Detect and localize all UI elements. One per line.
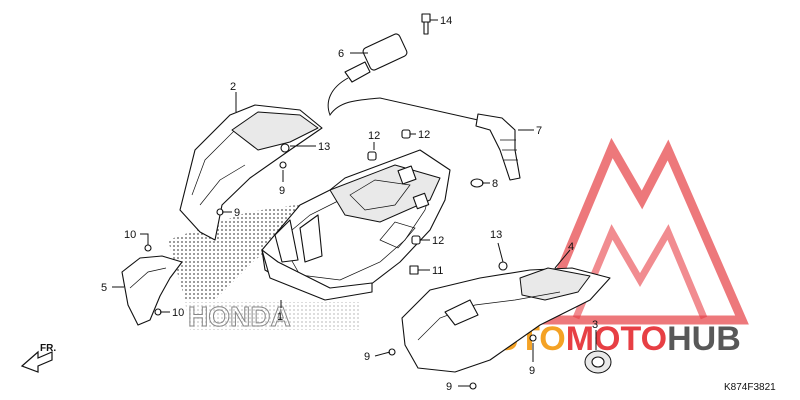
callout-12: 12 <box>368 130 380 142</box>
fasteners <box>144 13 537 390</box>
leader-lines <box>112 19 597 387</box>
grommet-8-icon <box>470 178 484 188</box>
nut-12b-icon <box>401 129 411 139</box>
svg-text:AUTOMOTOHUB: AUTOMOTOHUB <box>470 320 741 358</box>
clip-9e-icon <box>469 382 477 390</box>
watermark-middle: MOTO <box>566 320 667 358</box>
nut-12-icon <box>367 151 377 161</box>
callout-7: 7 <box>536 125 542 137</box>
bolt-13b-icon <box>498 261 508 271</box>
front-direction-arrow-icon <box>20 350 53 373</box>
callout-4: 4 <box>568 241 574 253</box>
part-6-ignition-coil <box>327 33 479 121</box>
callout-2: 2 <box>230 81 236 93</box>
watermark-logo-icon <box>533 137 749 325</box>
callout-3: 3 <box>592 319 598 331</box>
watermark: AUTOMOTOHUB <box>470 137 749 358</box>
nut-12c-icon <box>411 235 421 245</box>
clip-10-icon <box>144 244 152 252</box>
callout-9c: 9 <box>529 365 535 377</box>
part-5-bracket <box>121 255 183 326</box>
bolt-14-icon <box>421 13 431 23</box>
callout-12b: 12 <box>418 129 430 141</box>
callout-9b: 9 <box>234 207 240 219</box>
bolt-13-icon <box>280 143 290 153</box>
clip-9-icon <box>279 161 287 169</box>
callout-10: 10 <box>124 229 136 241</box>
callout-12c: 12 <box>432 235 444 247</box>
part-7-plug-cap <box>475 113 521 181</box>
nut-11-icon <box>409 265 419 275</box>
callout-10b: 10 <box>172 307 184 319</box>
callout-numbers: 14 6 7 2 13 9 9 12 12 8 12 11 10 5 10 1 … <box>101 15 598 393</box>
watermark-suffix: HUB <box>667 320 741 358</box>
callout-8: 8 <box>492 178 498 190</box>
callout-6: 6 <box>338 48 344 60</box>
part-1-inner-tray <box>261 149 451 301</box>
callout-5: 5 <box>101 282 107 294</box>
callout-1: 1 <box>277 311 283 323</box>
callout-13b: 13 <box>490 229 502 241</box>
clip-9c-icon <box>529 334 537 342</box>
bolt-14-shank <box>423 21 429 35</box>
callout-11: 11 <box>432 265 443 277</box>
part-4-lower-cover <box>401 267 611 373</box>
callout-14: 14 <box>440 15 452 27</box>
diagram-code: K874F3821 <box>724 382 776 393</box>
callout-9: 9 <box>279 185 285 197</box>
callout-9d: 9 <box>364 351 370 363</box>
part-2-left-cover <box>179 104 323 241</box>
front-direction-label: FR. <box>40 343 57 354</box>
honda-text: HONDA <box>188 301 291 332</box>
callout-9e: 9 <box>446 381 452 393</box>
callout-13: 13 <box>318 141 330 153</box>
part-3-grommet <box>584 350 612 374</box>
